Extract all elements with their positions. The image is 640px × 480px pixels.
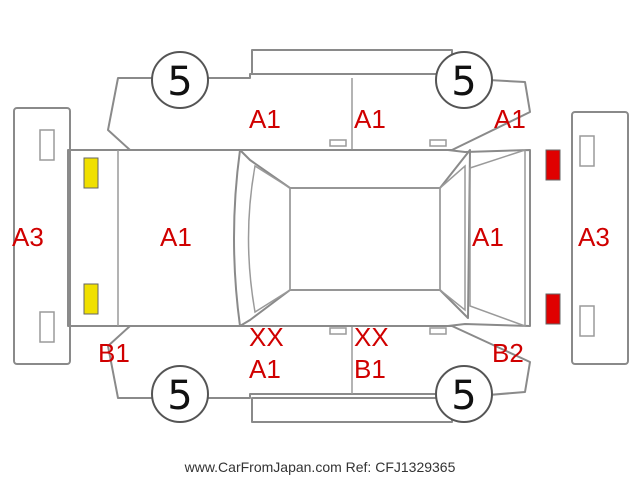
code-door-front-bottom: A1 (249, 354, 281, 384)
code-tailgate: A1 (472, 222, 504, 252)
wheel-bottom-left-number: 5 (167, 373, 192, 419)
code-hood: A1 (160, 222, 192, 252)
code-bumper-rear: A3 (578, 222, 610, 252)
code-door-front-left-top: A1 (249, 104, 281, 134)
code-sill-front-left: B1 (98, 338, 130, 368)
code-quarter-right-bottom: B2 (492, 338, 524, 368)
rear-light-top (545, 149, 561, 181)
code-door-rear-bottom-xx: XX (354, 322, 389, 352)
code-quarter-right-top: A1 (494, 104, 526, 134)
car-top-view (67, 148, 531, 328)
wheel-top-right-number: 5 (451, 59, 476, 105)
front-light-top (83, 157, 99, 189)
footer-reference: www.CarFromJapan.com Ref: CFJ1329365 (184, 459, 456, 475)
wheel-top-right: 5 (435, 51, 493, 109)
code-door-rear-bottom: B1 (354, 354, 386, 384)
code-door-rear-left-top: A1 (354, 104, 386, 134)
front-bumper (13, 107, 71, 365)
wheel-bottom-right-number: 5 (451, 373, 476, 419)
front-light-bottom (83, 283, 99, 315)
rear-light-bottom (545, 293, 561, 325)
code-bumper-front: A3 (12, 222, 44, 252)
wheel-bottom-left: 5 (151, 365, 209, 423)
wheel-top-left-number: 5 (167, 59, 192, 105)
code-door-front-bottom-xx: XX (249, 322, 284, 352)
wheel-bottom-right: 5 (435, 365, 493, 423)
wheel-top-left: 5 (151, 51, 209, 109)
rear-bumper (571, 111, 629, 365)
